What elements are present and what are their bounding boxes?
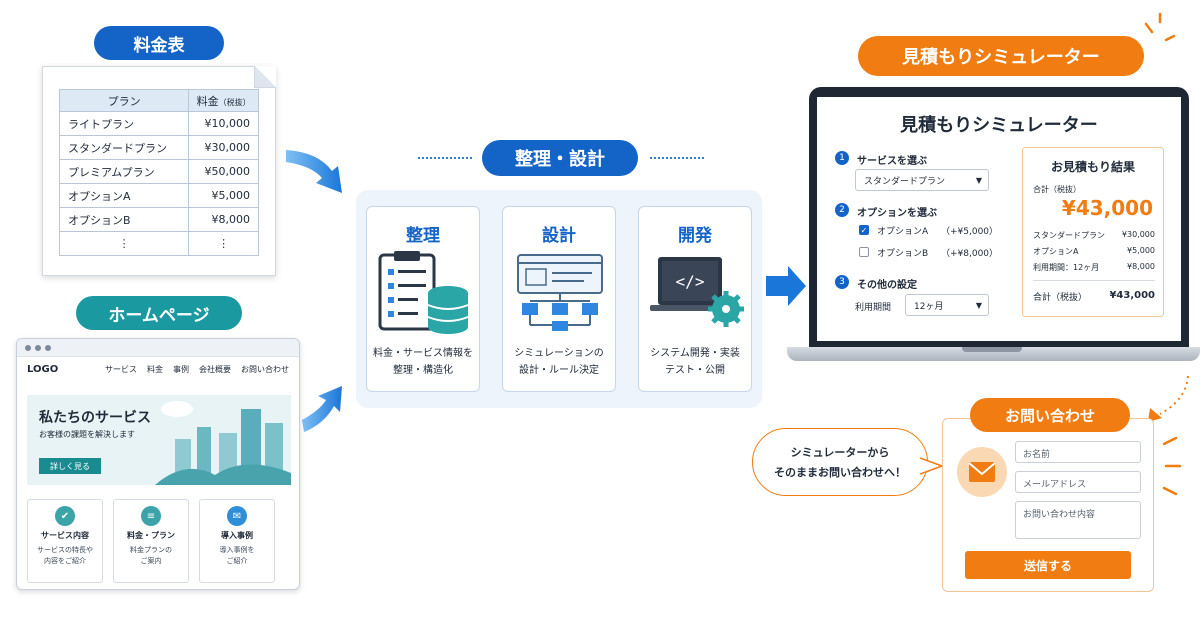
contact-badge: お問い合わせ xyxy=(970,398,1130,432)
laptop-screen: 見積もりシミュレーター 1 サービスを選ぶ スタンダードプラン▼ 2 オプション… xyxy=(809,87,1189,349)
envelope-icon: ✉ xyxy=(227,506,247,526)
laptop-code-gear-icon: </> xyxy=(650,257,744,327)
step3-label: その他の設定 xyxy=(857,280,917,291)
result-total-amount: ¥43,000 xyxy=(1061,196,1153,220)
price-list-badge: 料金表 xyxy=(94,26,224,60)
table-row: ライトプラン¥10,000 xyxy=(58,111,259,136)
period-select[interactable]: 12ヶ月▼ xyxy=(905,294,989,316)
simulator-app: 見積もりシミュレーター 1 サービスを選ぶ スタンダードプラン▼ 2 オプション… xyxy=(817,97,1181,341)
laptop-base xyxy=(787,347,1200,361)
service-select[interactable]: スタンダードプラン▼ xyxy=(855,169,989,191)
dotted-line-left xyxy=(418,157,472,159)
dotted-arrow-simulator-to-contact xyxy=(1159,375,1189,415)
arrow-price-to-process xyxy=(286,150,342,193)
sparkle-contact xyxy=(1162,436,1182,496)
result-sum-row: 合計（税抜）¥43,000 xyxy=(1033,290,1155,303)
homepage-badge: ホームページ xyxy=(76,296,242,330)
site-nav: LOGO サービス 料金 事例 会社概要 お問い合わせ xyxy=(17,357,299,381)
table-row: オプションA¥5,000 xyxy=(58,183,259,208)
result-total-label: 合計（税抜） xyxy=(1033,185,1081,194)
nav-link[interactable]: お問い合わせ xyxy=(241,364,289,374)
result-line-item: スタンダードプラン¥30,000 xyxy=(1033,230,1155,240)
service-card[interactable]: ✔ サービス内容 サービスの特長や 内容をご紹介 xyxy=(27,499,103,583)
contact-form-card: お名前 メールアドレス お問い合わせ内容 送信する xyxy=(942,418,1154,592)
speech-bubble: シミュレーターからそのままお問い合わせへ！ xyxy=(752,428,928,496)
arrow-process-to-simulator xyxy=(766,266,806,306)
sparkle-top-right xyxy=(1144,12,1176,42)
nav-link[interactable]: 料金 xyxy=(147,364,163,374)
homepage-browser-window: LOGO サービス 料金 事例 会社概要 お問い合わせ 私たちのサービス お客様… xyxy=(16,338,300,590)
option-b-checkbox[interactable] xyxy=(859,247,869,257)
step-design: 設計 シミュレーションの設計・ルール決定 xyxy=(502,206,616,392)
shield-icon: ✔ xyxy=(55,506,75,526)
name-input[interactable]: お名前 xyxy=(1015,441,1141,463)
table-row: オプションB¥8,000 xyxy=(58,207,259,232)
step1-label: サービスを選ぶ xyxy=(857,156,927,167)
option-b-label: オプションB xyxy=(877,249,929,259)
clipboard-icon: ≡ xyxy=(141,506,161,526)
bubble-tail xyxy=(920,457,944,475)
message-input[interactable]: お問い合わせ内容 xyxy=(1015,501,1141,539)
option-a-price: （+¥5,000） xyxy=(941,227,999,237)
table-row: プレミアムプラン¥50,000 xyxy=(58,159,259,184)
process-badge: 整理・設計 xyxy=(482,140,638,176)
price-list-document: プラン 料金（税抜） ライトプラン¥10,000 スタンダードプラン¥30,00… xyxy=(42,66,276,276)
case-study-card[interactable]: ✉ 導入事例 導入事例を ご紹介 xyxy=(199,499,275,583)
period-label: 利用期間 xyxy=(855,303,892,313)
window-dot-icon xyxy=(35,344,41,351)
checklist-database-icon xyxy=(378,251,469,334)
envelope-icon xyxy=(968,462,996,482)
nav-link[interactable]: 会社概要 xyxy=(199,364,231,374)
table-row: ⋮⋮ xyxy=(58,231,259,256)
estimate-result-panel: お見積もり結果 合計（税抜） ¥43,000 スタンダードプラン¥30,000 … xyxy=(1022,147,1164,317)
city-illustration-icon xyxy=(155,401,291,485)
wireframe-flowchart-icon xyxy=(517,254,603,331)
window-dot-icon xyxy=(25,344,31,351)
laptop-notch xyxy=(962,347,1022,352)
simulator-title: 見積もりシミュレーター xyxy=(900,115,1098,136)
option-a-label: オプションA xyxy=(877,227,929,237)
step-number-badge: 1 xyxy=(835,151,849,165)
site-logo: LOGO xyxy=(27,363,59,375)
hero-section: 私たちのサービス お客様の課題を解決します 詳しく見る xyxy=(27,395,291,485)
nav-link[interactable]: 事例 xyxy=(173,364,189,374)
step2-label: オプションを選ぶ xyxy=(857,208,937,219)
pricing-card[interactable]: ≡ 料金・プラン 料金プランの ご案内 xyxy=(113,499,189,583)
hero-subtitle: お客様の課題を解決します xyxy=(39,430,135,439)
price-table: プラン 料金（税抜） ライトプラン¥10,000 スタンダードプラン¥30,00… xyxy=(58,89,259,256)
result-divider xyxy=(1033,280,1155,281)
simulator-badge: 見積もりシミュレーター xyxy=(858,36,1144,76)
col-header-plan: プラン xyxy=(58,89,190,112)
step-develop: 開発 </> システム開発・実装テスト・公開 xyxy=(638,206,752,392)
table-row: スタンダードプラン¥30,000 xyxy=(58,135,259,160)
result-title: お見積もり結果 xyxy=(1050,160,1135,174)
chevron-down-icon: ▼ xyxy=(975,300,982,310)
dotted-line-right xyxy=(650,157,704,159)
result-line-item: オプションA¥5,000 xyxy=(1033,246,1155,256)
option-a-checkbox[interactable]: ✓ xyxy=(859,225,869,235)
window-dot-icon xyxy=(45,344,51,351)
process-panel: 整理 料金・サービス情報を整理・構造化 設計 xyxy=(356,190,762,408)
col-header-price: 料金（税抜） xyxy=(188,89,259,112)
page-fold xyxy=(254,66,276,88)
step-number-badge: 3 xyxy=(835,275,849,289)
browser-titlebar xyxy=(17,339,299,357)
send-button[interactable]: 送信する xyxy=(965,551,1131,579)
nav-link[interactable]: サービス xyxy=(105,364,137,374)
hero-details-button[interactable]: 詳しく見る xyxy=(39,458,101,474)
option-b-price: （+¥8,000） xyxy=(941,249,999,259)
mail-icon-circle xyxy=(957,447,1007,497)
step-organize: 整理 料金・サービス情報を整理・構造化 xyxy=(366,206,480,392)
step-number-badge: 2 xyxy=(835,203,849,217)
result-line-item: 利用期間：12ヶ月¥8,000 xyxy=(1033,262,1155,272)
arrow-homepage-to-process xyxy=(302,386,342,432)
email-input[interactable]: メールアドレス xyxy=(1015,471,1141,493)
svg-text:</>: </> xyxy=(676,272,705,291)
hero-title: 私たちのサービス xyxy=(39,410,151,426)
chevron-down-icon: ▼ xyxy=(975,175,982,185)
